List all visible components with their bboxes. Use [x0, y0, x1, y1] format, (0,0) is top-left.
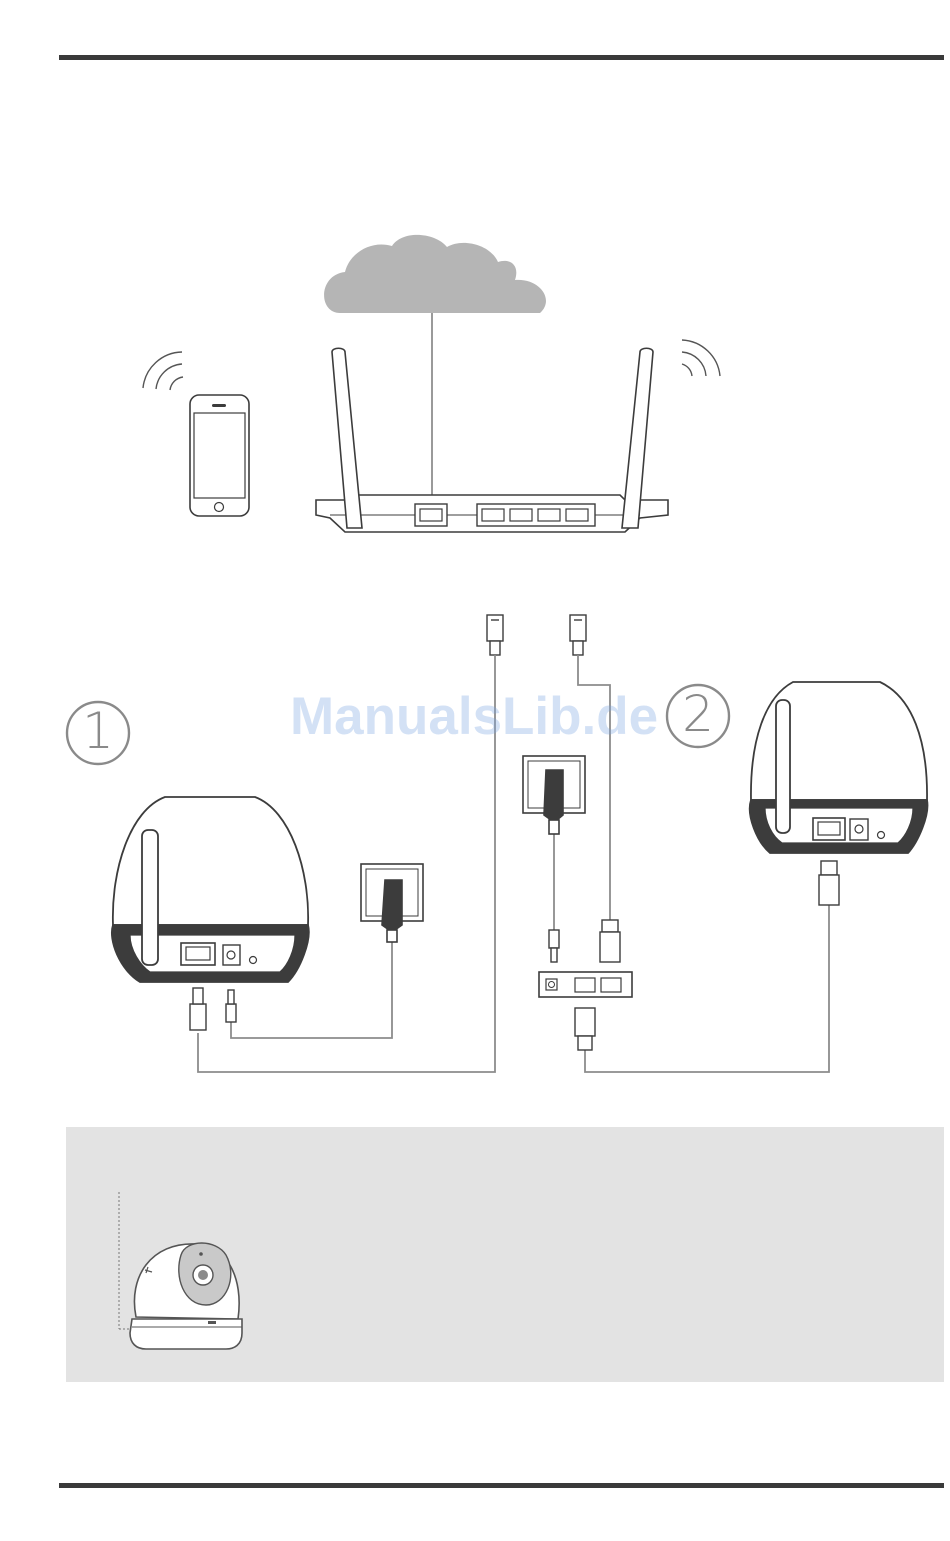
wifi-signal-icon [682, 340, 720, 376]
camera-icon [112, 797, 309, 982]
ethernet-plug-icon [575, 1008, 595, 1050]
internet-cloud-icon [324, 235, 546, 313]
powerline-adapter-icon [539, 972, 632, 997]
step-number: 2 [665, 683, 731, 749]
dc-plug-icon [226, 990, 236, 1022]
smartphone-icon [190, 395, 249, 516]
camera-icon [750, 682, 928, 853]
wifi-signal-icon [143, 352, 183, 390]
pan-tilt-camera-icon [66, 1127, 944, 1382]
step-number: 1 [65, 700, 131, 766]
ethernet-plug-icon [190, 988, 206, 1030]
power-adapter-icon [361, 864, 423, 942]
power-adapter-icon [523, 756, 585, 834]
bottom-rule [59, 1483, 944, 1488]
router-icon [316, 348, 668, 532]
ethernet-plug-icon [819, 861, 839, 905]
watermark: ManualsLib.de [290, 686, 658, 747]
dc-plug-icon [549, 930, 559, 962]
ethernet-plug-icon [570, 615, 586, 655]
ethernet-plug-icon [600, 920, 620, 962]
ethernet-plug-icon [487, 615, 503, 655]
note-box [66, 1127, 944, 1382]
